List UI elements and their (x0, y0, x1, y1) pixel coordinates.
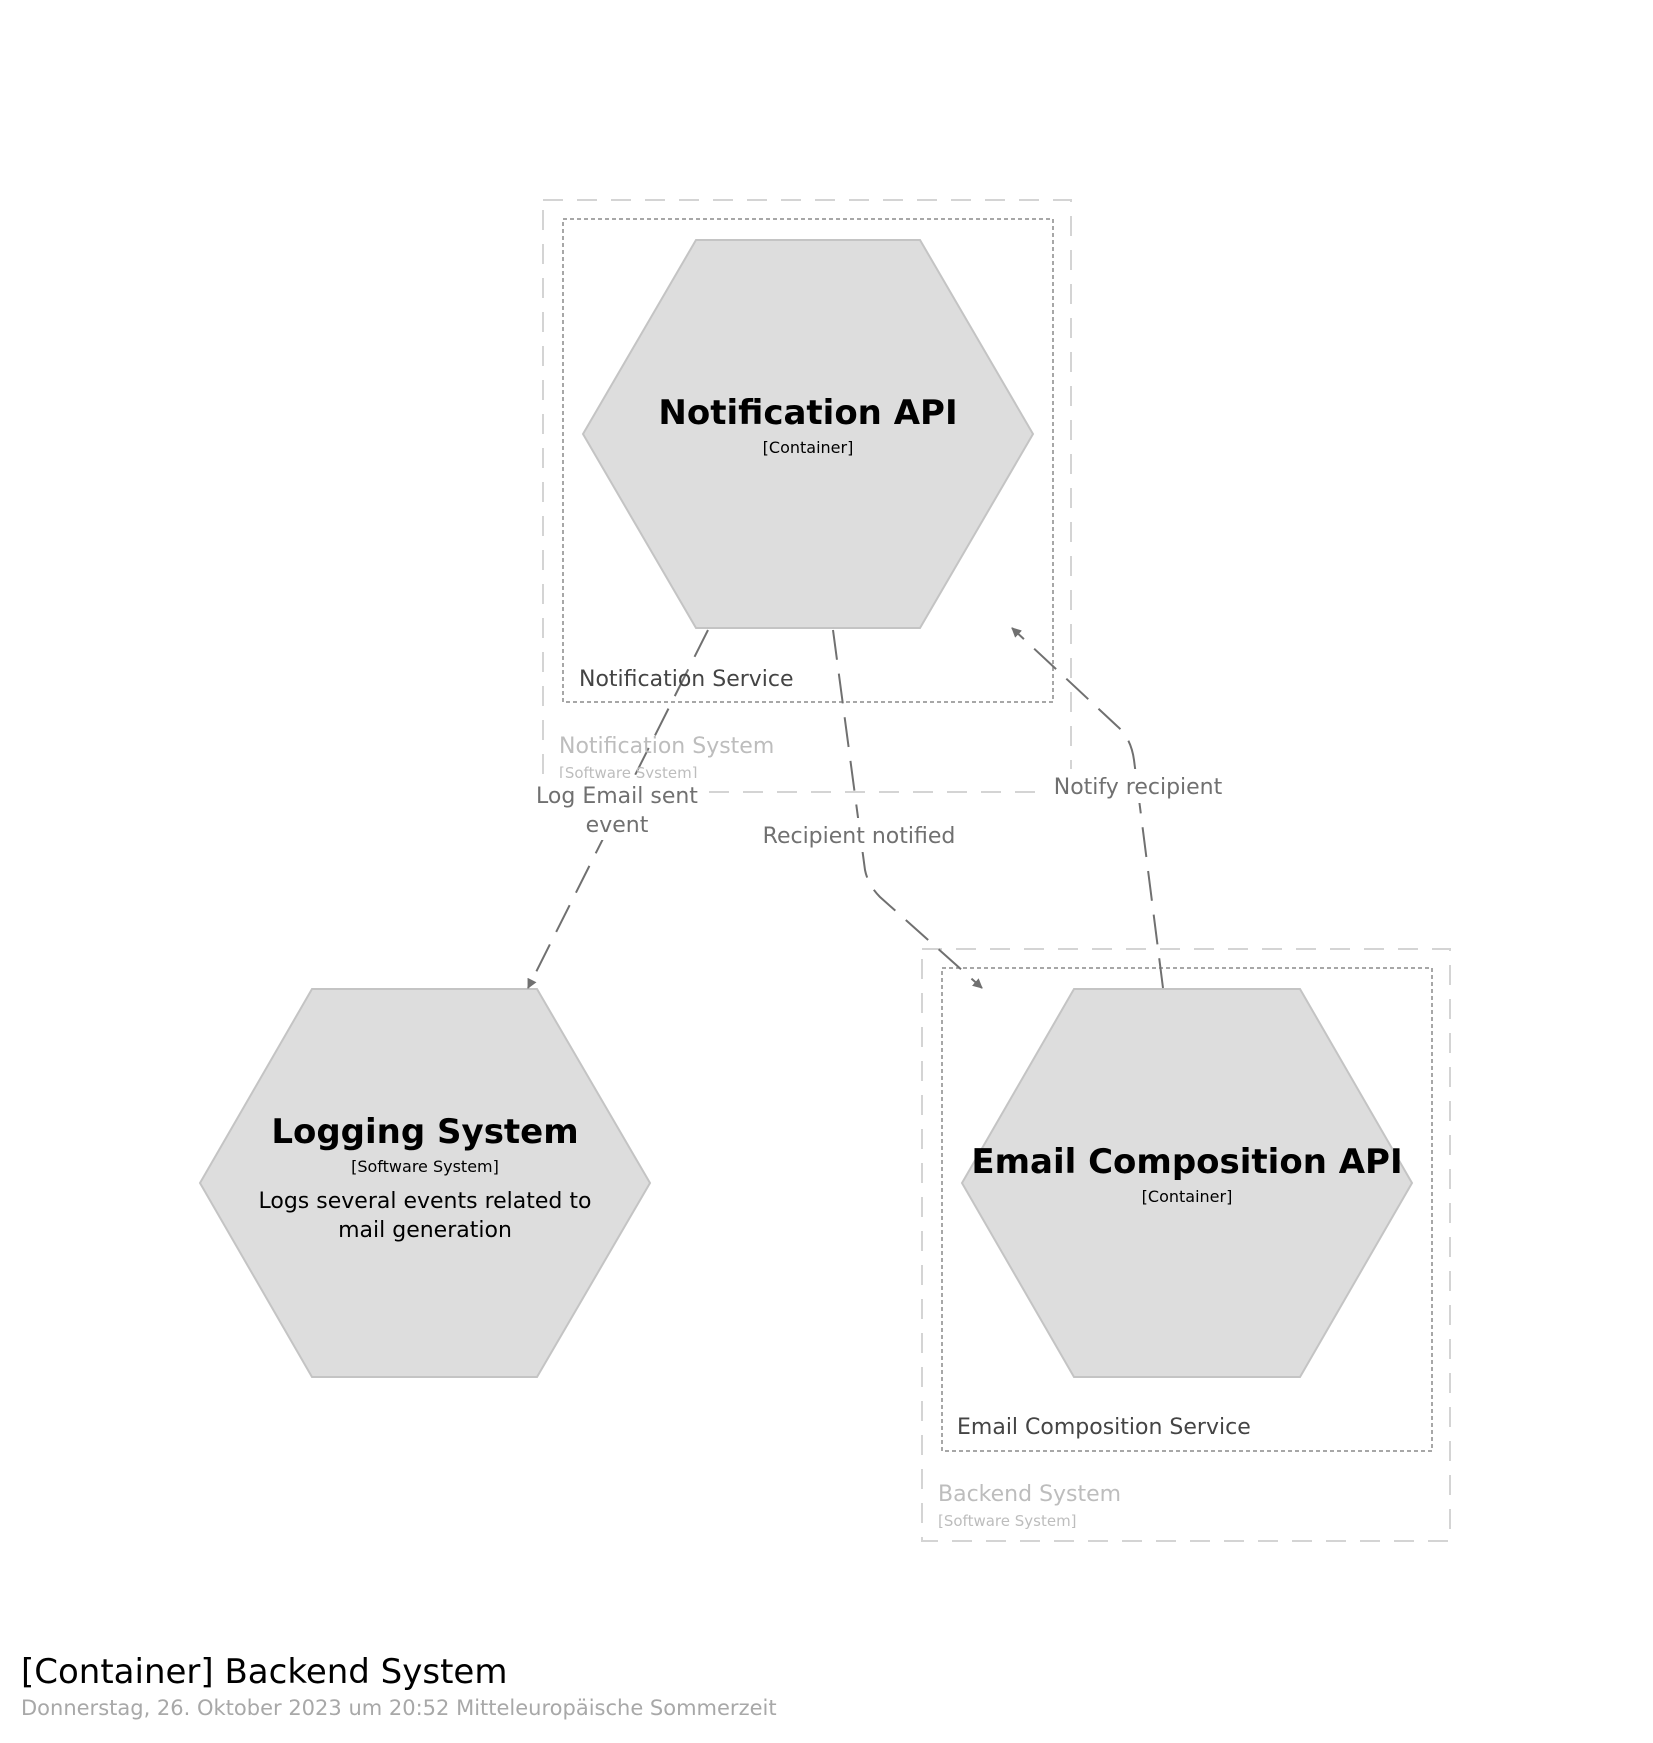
notification-api-title: Notification API (658, 393, 957, 433)
logging-system-node[interactable]: Logging System [Software System] Logs se… (198, 988, 652, 1378)
email-composition-service-boundary[interactable] (941, 967, 1433, 1452)
notification-api-node[interactable]: Notification API [Container] (581, 239, 1035, 629)
notification-system-label: Notification System (559, 734, 774, 759)
edge-label-notify-recipient-text: Notify recipient (1054, 775, 1223, 800)
notification-service-label: Notification Service (579, 667, 794, 692)
edge-label-log-email-sent-line-1: Log Email sent (536, 784, 698, 809)
edge-recipient-notified[interactable] (832, 629, 983, 989)
logging-system-description-line-2: mail generation (338, 1218, 512, 1243)
edge-label-log-email-sent-line-2: event (586, 813, 649, 838)
edge-label-recipient-notified-text: Recipient notified (763, 824, 956, 849)
backend-system-label: Backend System (938, 1482, 1121, 1507)
edge-notify-recipient[interactable] (1011, 627, 1164, 989)
notification-api-type: [Container] (763, 438, 854, 457)
edge-label-log-email-sent: Log Email sent event (530, 778, 705, 840)
notification-system-type: [Software System] (559, 764, 698, 782)
email-composition-service-label: Email Composition Service (957, 1415, 1251, 1440)
backend-system-boundary[interactable] (921, 948, 1451, 1542)
edge-label-notify-recipient: Notify recipient (1045, 769, 1230, 803)
email-composition-api-node[interactable]: Email Composition API [Container] (960, 988, 1414, 1378)
logging-system-description-line-1: Logs several events related to (259, 1189, 592, 1214)
edge-label-recipient-notified: Recipient notified (755, 818, 965, 852)
diagram-title: [Container] Backend System (21, 1652, 507, 1692)
diagram-date: Donnerstag, 26. Oktober 2023 um 20:52 Mi… (21, 1696, 777, 1720)
logging-system-type: [Software System] (351, 1157, 499, 1176)
logging-system-title: Logging System (271, 1112, 578, 1152)
notification-service-boundary[interactable] (562, 218, 1054, 703)
email-composition-api-type: [Container] (1142, 1187, 1233, 1206)
email-composition-api-title: Email Composition API (971, 1142, 1402, 1182)
backend-system-type: [Software System] (938, 1512, 1077, 1530)
notification-system-boundary[interactable] (542, 199, 1072, 793)
